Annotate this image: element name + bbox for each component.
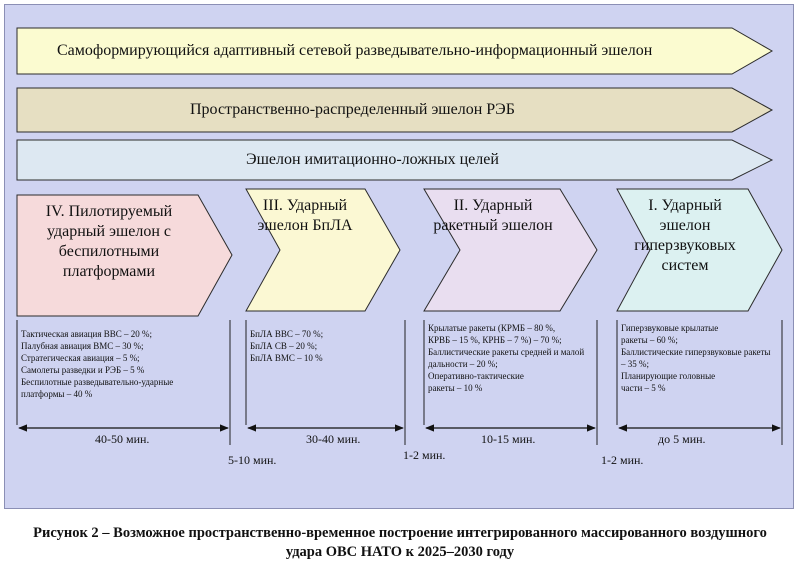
echelon-i-items: Гиперзвуковые крылатые ракеты – 60 %; Ба… [621,323,771,393]
chevron-iv-title: IV. Пилотируемый ударный эшелон с беспил… [45,203,173,280]
band-2-arrow [16,87,774,133]
band-1-arrow [16,27,774,75]
echelon-ii-items: Крылатые ракеты (КРМБ – 80 %, КРВБ – 15 … [428,323,585,393]
chevron-ii-title: II. Ударный ракетный эшелон [433,197,553,234]
chevron-iii [245,188,401,312]
duration-ii: 10-15 мин. [481,432,536,446]
figure-caption: Рисунок 2 – Возможное пространственно-вр… [0,524,800,562]
echelon-iii-items: БпЛА ВВС – 70 %; БпЛА СВ – 20 %; БпЛА ВМ… [250,329,324,363]
gap-iv-iii: 5-10 мин. [228,453,277,467]
chevron-iii-title: III. Ударный эшелон БпЛА [257,197,353,234]
chevron-i [616,188,783,312]
caption-line-1: Рисунок 2 – Возможное пространственно-вр… [33,525,767,541]
band-3-label: Эшелон имитационно-ложных целей [246,151,499,168]
band-2-label: Пространственно-распределенный эшелон РЭ… [190,101,515,118]
echelon-iv-items: Тактическая авиация ВВС – 20 %; Палубная… [21,329,174,399]
duration-iv: 40-50 мин. [95,432,150,446]
gap-iii-ii: 1-2 мин. [403,448,446,462]
chevron-ii [423,188,598,312]
caption-line-2: удара ОВС НАТО к 2025–2030 году [285,544,515,560]
chevron-i-title: I. Ударный эшелон гиперзвуковых систем [634,197,736,274]
gap-ii-i: 1-2 мин. [601,453,644,467]
band-3-arrow [16,139,774,181]
duration-i: до 5 мин. [658,432,706,446]
band-1-label: Самоформирующийся адаптивный сетевой раз… [57,42,653,59]
duration-iii: 30-40 мин. [306,432,361,446]
chevron-iv [16,194,233,317]
